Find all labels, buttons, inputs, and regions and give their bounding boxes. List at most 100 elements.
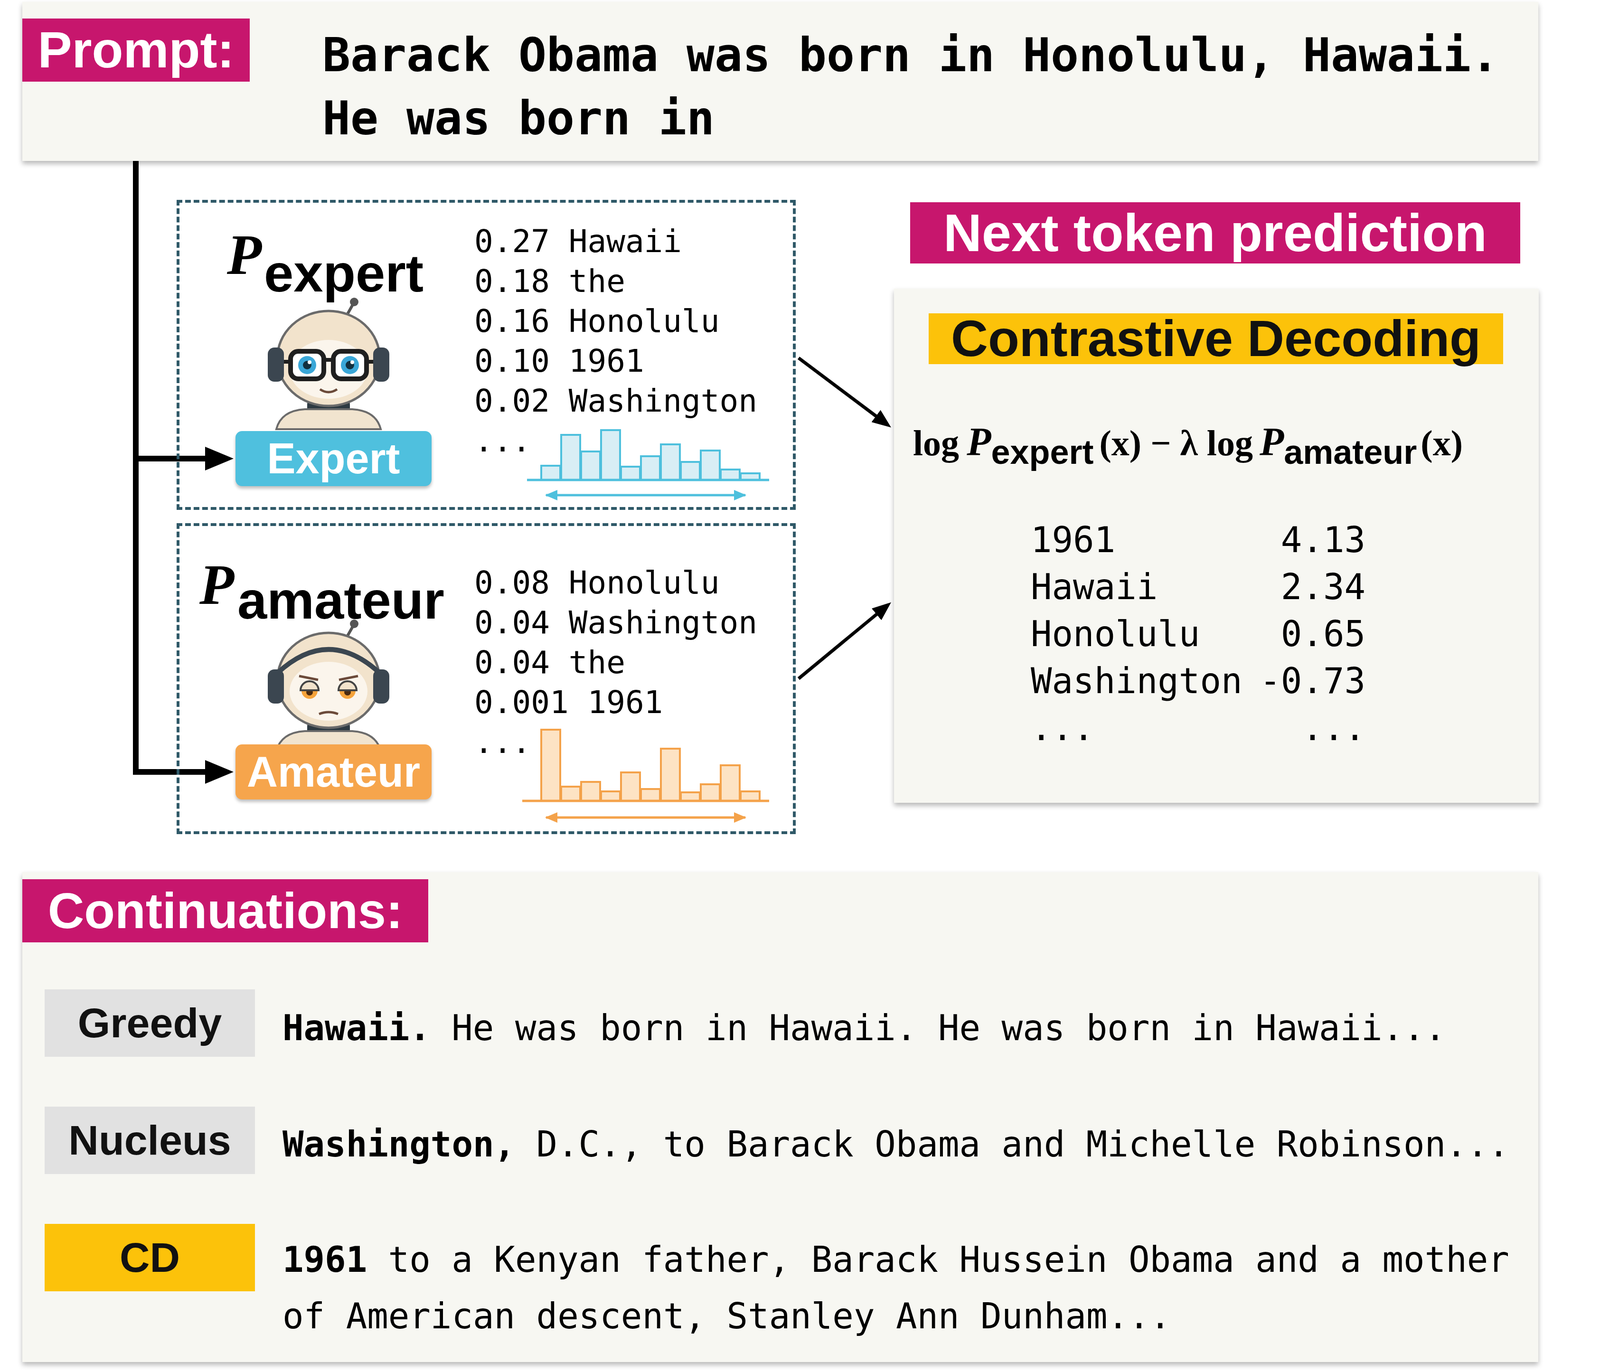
continuation-text: Hawaii. He was born in Hawaii. He was bor… xyxy=(282,1004,1532,1062)
formula-subscript: amateur xyxy=(1283,425,1417,479)
section-tag: Continuations: xyxy=(22,879,429,943)
headphone xyxy=(267,347,284,382)
robot-pupil xyxy=(345,360,355,370)
tag-label: Continuations: xyxy=(22,879,429,943)
method-label: Nucleus xyxy=(68,1117,231,1164)
continuation-rest: D.C., to Barack Obama and Michelle Robin… xyxy=(536,1123,1509,1165)
continuation-rest: to a Kenyan father, Barack Hussein Obama… xyxy=(282,1239,1510,1337)
probability-entry: 0.04 the xyxy=(474,642,626,683)
glasses-lens xyxy=(333,351,367,379)
formula-text: (x) xyxy=(1420,416,1463,470)
histogram-bar xyxy=(720,765,740,801)
score-token: 1961 xyxy=(1030,516,1116,564)
probability-entry: 0.18 the xyxy=(474,261,626,302)
eyebrow xyxy=(299,676,319,680)
tag-label: Next token prediction xyxy=(943,203,1488,263)
histogram-axis xyxy=(527,479,770,482)
continuation-first-token: Washington, xyxy=(282,1123,516,1165)
histogram-bar xyxy=(581,781,601,801)
amateur-model-box: Pamateur0.08 Honolulu0.04 Washington0.04… xyxy=(176,523,796,835)
histogram-bar xyxy=(700,450,720,480)
histogram-bar xyxy=(680,461,700,480)
amateur-histogram xyxy=(541,729,760,801)
robot-head xyxy=(277,310,380,406)
panel-title: Contrastive Decoding xyxy=(950,310,1481,368)
glasses-bridge xyxy=(323,357,334,362)
histogram-bar xyxy=(640,789,660,801)
method-tag: CD xyxy=(44,1223,255,1292)
tag-label: Next token prediction xyxy=(910,202,1521,264)
continuations-panel: Hawaii. He was born in Hawaii. He was bor… xyxy=(22,872,1539,1363)
method-label: Greedy xyxy=(77,1000,222,1047)
histogram-bar xyxy=(541,465,561,480)
headphone xyxy=(373,347,390,382)
spread-arrow xyxy=(545,816,746,819)
probability-entry: 0.27 Hawaii xyxy=(474,221,682,262)
robot-head xyxy=(277,632,380,728)
formula: logPexpert(x) − λ logPamateur(x) xyxy=(912,415,1463,470)
score-value: ... xyxy=(1223,704,1366,752)
histogram-bar xyxy=(601,430,621,480)
model-subscript: amateur xyxy=(237,568,445,633)
histogram-bar xyxy=(561,786,581,801)
contrastive-decoding-panel: logPexpert(x) − λ logPamateur(x)19614.13… xyxy=(894,288,1539,803)
spread-arrow xyxy=(545,494,746,497)
method-label: CD xyxy=(44,1223,255,1292)
expert-histogram xyxy=(541,430,760,480)
connector-arrow xyxy=(798,608,885,679)
histogram-bar xyxy=(640,456,660,480)
histogram-bar xyxy=(740,791,760,801)
score-value: 4.13 xyxy=(1223,516,1366,564)
robot-face xyxy=(289,661,368,721)
button-label: Amateur xyxy=(235,744,432,800)
score-value: 0.65 xyxy=(1223,610,1366,658)
tag-label: Prompt: xyxy=(22,18,250,82)
probability-entry: 0.16 Honolulu xyxy=(474,301,720,342)
prompt-tag: Prompt: xyxy=(22,18,250,82)
expert-model-box: Pexpert0.27 Hawaii0.18 the0.16 Honolulu0… xyxy=(176,199,796,510)
prompt-panel: Barack Obama was born in Honolulu, Hawai… xyxy=(22,1,1539,161)
probability-entry: 0.04 Washington xyxy=(474,602,758,643)
button-label: Amateur xyxy=(246,748,421,796)
robot-shoulders xyxy=(276,409,381,430)
button-label: Expert xyxy=(235,431,432,487)
continuation-rest: He was born in Hawaii. He was born in Ha… xyxy=(451,1007,1446,1049)
eyebrow xyxy=(338,676,358,680)
eyelid xyxy=(300,681,319,691)
score-value: 2.34 xyxy=(1223,563,1366,611)
prompt-text: Barack Obama was born in Honolulu, Hawai… xyxy=(322,23,1529,151)
glasses-lens xyxy=(290,351,324,379)
score-value: -0.73 xyxy=(1223,657,1366,705)
histogram-bar xyxy=(561,434,581,480)
continuation-text: Washington, D.C., to Barack Obama and Mic… xyxy=(282,1120,1532,1178)
continuation-first-token: Hawaii. xyxy=(282,1007,431,1049)
score-token: ... xyxy=(1030,704,1095,752)
robot-pupil xyxy=(302,360,312,370)
histogram-bar xyxy=(680,792,700,801)
method-label: Nucleus xyxy=(44,1106,255,1175)
robot-eye xyxy=(340,356,359,375)
robot-mouth xyxy=(320,389,338,393)
score-token: Honolulu xyxy=(1030,610,1200,658)
tag-label: Continuations: xyxy=(47,883,404,939)
expert-button: Expert xyxy=(235,431,432,487)
robot-mouth xyxy=(319,712,339,715)
headphone xyxy=(267,669,284,704)
amateur-robot xyxy=(267,619,390,752)
histogram-bar xyxy=(660,444,680,480)
score-token: Washington xyxy=(1030,657,1243,705)
model-subscript: expert xyxy=(263,241,424,306)
method-label: Greedy xyxy=(44,989,255,1057)
section-tag: Next token prediction xyxy=(910,202,1521,264)
histogram-bar xyxy=(581,451,601,480)
histogram-axis xyxy=(522,800,770,803)
probability-entry: ... xyxy=(474,421,531,462)
formula-symbol: P xyxy=(966,415,991,469)
histogram-bar xyxy=(541,729,561,801)
connector-arrow xyxy=(798,357,884,422)
histogram-bar xyxy=(660,748,680,801)
continuation-first-token: 1961 xyxy=(282,1239,368,1280)
formula-text: (x) − λ log xyxy=(1099,416,1253,470)
histogram-bar xyxy=(621,772,640,801)
